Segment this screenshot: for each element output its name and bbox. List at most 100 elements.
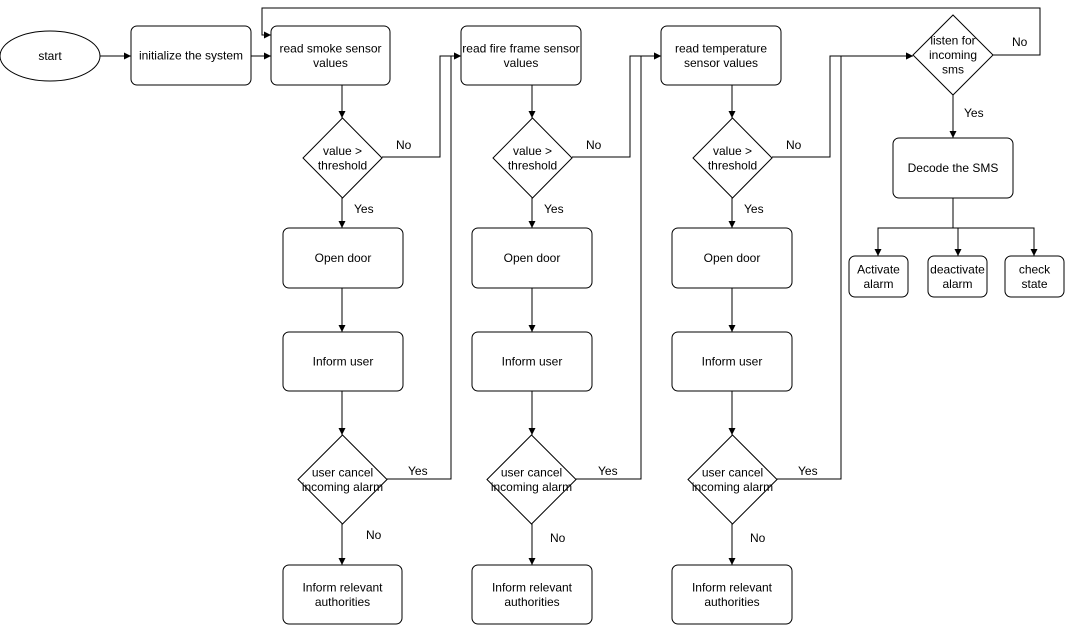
node-label-line: sensor values xyxy=(684,56,758,70)
process-shape xyxy=(927,255,988,298)
edge-decode-to-activate xyxy=(874,198,954,256)
edge-decode-to-deactivate xyxy=(953,227,962,256)
edge-label-fire-yes: Yes xyxy=(544,202,564,216)
fire-threshold-decision: value >threshold xyxy=(492,117,573,199)
node-label-line: Inform relevant xyxy=(302,580,383,594)
process-shape xyxy=(282,227,404,289)
node-label-line: incoming xyxy=(929,48,977,62)
node-label-line: Open door xyxy=(315,251,372,265)
node-label-line: Open door xyxy=(504,251,561,265)
nodes-layer: start initialize the system read smoke sen… xyxy=(0,14,1065,625)
node-label-line: incoming alarm xyxy=(692,480,773,494)
edge-label-temp-no: No xyxy=(786,138,802,152)
process-shape xyxy=(471,564,593,625)
node-label-line: start xyxy=(38,49,62,63)
edge-temp-cancel-yes xyxy=(777,52,913,480)
edge-label-fire-cancel-no: No xyxy=(550,531,566,545)
node-label-line: threshold xyxy=(508,158,557,172)
edge-label-sms-no: No xyxy=(1012,35,1028,49)
node-label-line: Decode the SMS xyxy=(908,161,999,175)
process-shape xyxy=(671,331,793,392)
node-label-line: incoming alarm xyxy=(491,480,572,494)
node-label-line: check xyxy=(1019,262,1051,276)
node-label-line: alarm xyxy=(942,277,972,291)
smoke-open-door-box: Open door xyxy=(282,227,404,289)
process-shape xyxy=(471,331,593,392)
node-label-line: alarm xyxy=(863,277,893,291)
edge-label-smoke-yes: Yes xyxy=(354,202,374,216)
decision-shape xyxy=(692,117,773,199)
process-shape xyxy=(471,227,593,289)
start-node: start xyxy=(0,30,101,82)
edge-label-fire-no: No xyxy=(586,138,602,152)
node-label-line: listen for xyxy=(930,34,975,48)
process-shape xyxy=(892,137,1014,199)
node-label-line: Inform relevant xyxy=(692,580,773,594)
decision-shape xyxy=(912,14,994,96)
process-shape xyxy=(671,564,793,625)
edge-decode-to-check-state xyxy=(953,227,1038,256)
node-label-line: values xyxy=(504,56,539,70)
node-label-line: value > xyxy=(513,144,552,158)
process-shape xyxy=(282,564,403,625)
fire-open-door-box: Open door xyxy=(471,227,593,289)
edge-sms-no-loop xyxy=(261,7,1041,56)
process-shape xyxy=(660,25,782,86)
node-label-line: values xyxy=(313,56,348,70)
process-shape xyxy=(1004,255,1065,298)
edge-fire-cancel-yes xyxy=(576,52,661,480)
node-label-line: user cancel xyxy=(312,465,373,479)
node-label-line: threshold xyxy=(708,158,757,172)
node-label-line: deactivate xyxy=(930,262,985,276)
node-label-line: Inform user xyxy=(313,355,374,369)
node-label-line: authorities xyxy=(704,595,759,609)
edge-label-temp-cancel-yes: Yes xyxy=(798,464,818,478)
process-shape xyxy=(282,331,404,392)
node-label-line: read fire frame sensor xyxy=(462,41,579,55)
node-label-line: Activate xyxy=(857,262,900,276)
node-label-line: state xyxy=(1021,277,1047,291)
edge-smoke-check-no xyxy=(382,52,461,158)
decision-shape xyxy=(486,434,577,525)
temperature-threshold-decision: value >threshold xyxy=(692,117,773,199)
node-label-line: user cancel xyxy=(501,465,562,479)
initialize-system-box: initialize the system xyxy=(130,25,252,86)
fire-inform-user-box: Inform user xyxy=(471,331,593,392)
temperature-open-door-box: Open door xyxy=(671,227,793,289)
edge-label-smoke-cancel-yes: Yes xyxy=(408,464,428,478)
decision-shape xyxy=(492,117,573,199)
edge-label-temp-yes: Yes xyxy=(744,202,764,216)
node-label-line: read smoke sensor xyxy=(279,41,381,55)
edge-label-fire-cancel-yes: Yes xyxy=(598,464,618,478)
process-shape xyxy=(848,255,909,298)
node-label-line: initialize the system xyxy=(139,49,243,63)
smoke-threshold-decision: value >threshold xyxy=(302,117,383,199)
node-label-line: read temperature xyxy=(675,41,767,55)
node-label-line: authorities xyxy=(504,595,559,609)
node-label-line: Inform relevant xyxy=(492,580,573,594)
edge-smoke-cancel-yes xyxy=(387,52,461,480)
temperature-inform-user-box: Inform user xyxy=(671,331,793,392)
terminator-shape xyxy=(0,30,101,82)
decision-shape xyxy=(302,117,383,199)
decision-shape xyxy=(687,434,778,525)
node-label-line: value > xyxy=(713,144,752,158)
node-label-line: sms xyxy=(942,63,964,77)
process-shape xyxy=(671,227,793,289)
node-label-line: value > xyxy=(323,144,362,158)
process-shape xyxy=(130,25,252,86)
decision-shape xyxy=(297,434,388,525)
